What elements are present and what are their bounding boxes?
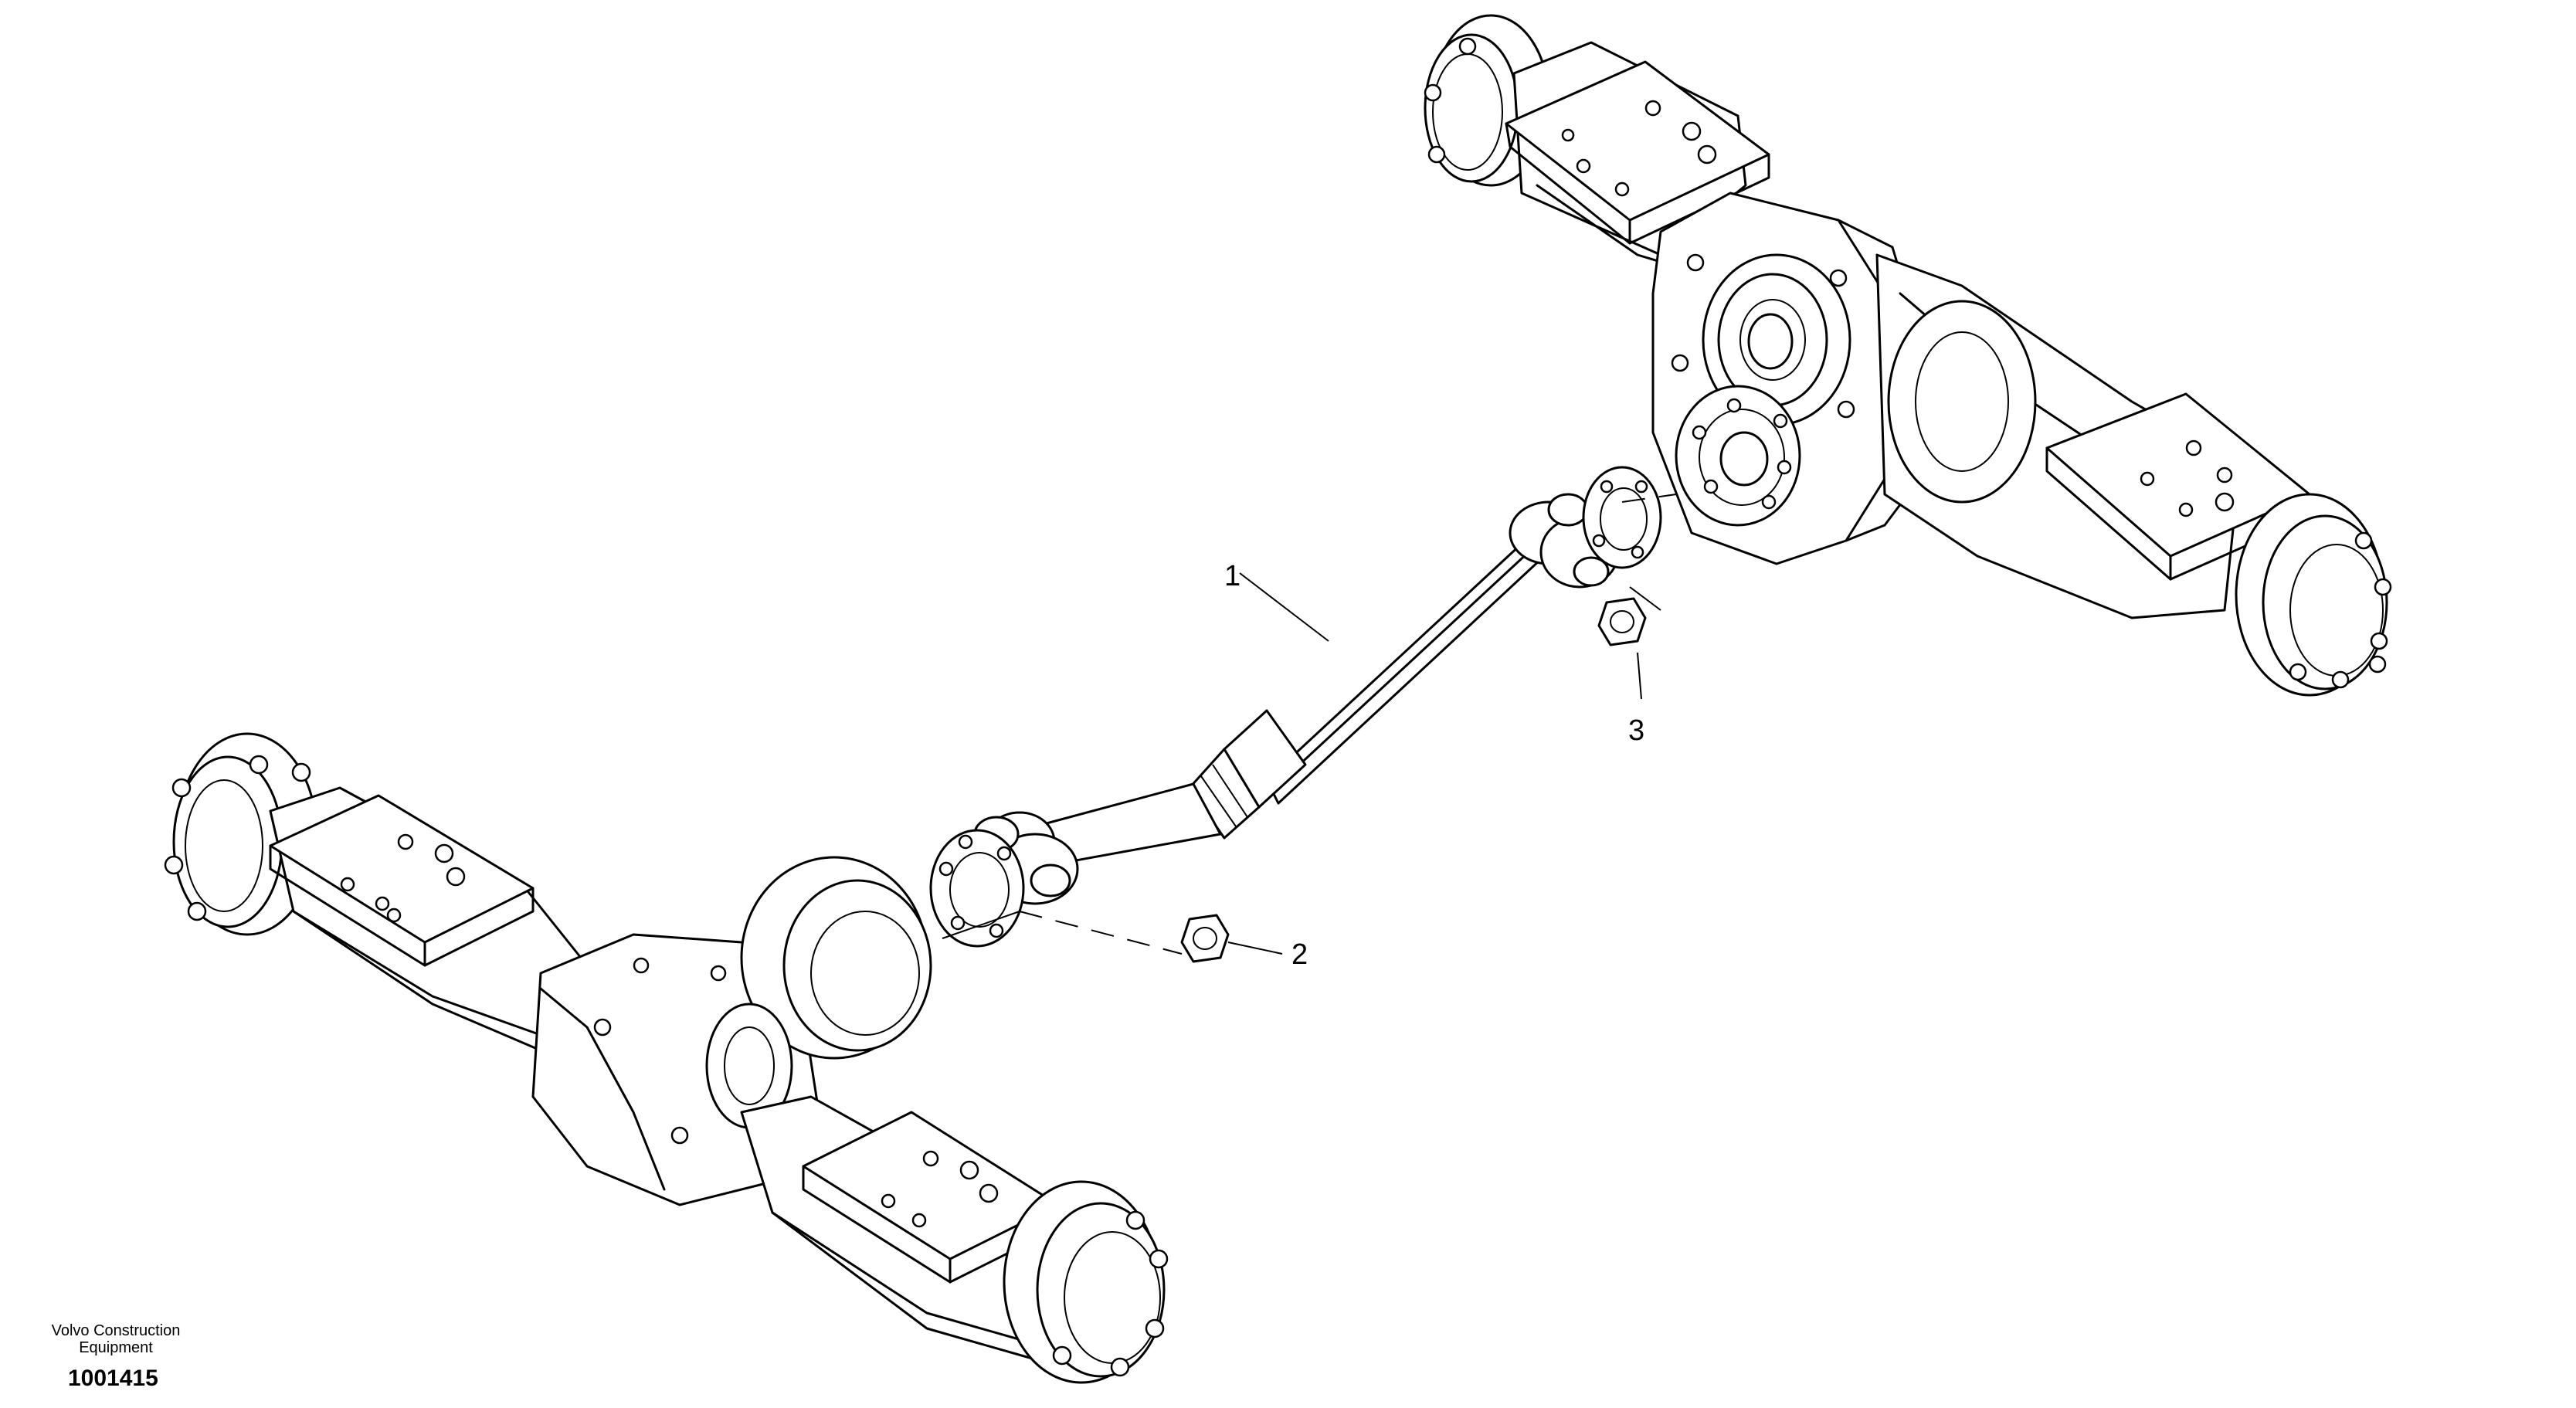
driveshaft bbox=[929, 466, 1662, 948]
front-axle-right-hub bbox=[1003, 1180, 1169, 1384]
brand-line-2: Equipment bbox=[79, 1339, 153, 1356]
callout-1: 1 bbox=[1224, 560, 1240, 592]
callout-2: 2 bbox=[1291, 938, 1308, 971]
callout-2-leader bbox=[1227, 941, 1283, 955]
rear-input-flange bbox=[1675, 385, 1801, 527]
rear-differential-housing bbox=[1651, 192, 1917, 565]
brand-line-1: Volvo Construction bbox=[51, 1322, 181, 1339]
leader-lines bbox=[942, 494, 1677, 955]
callout-1-leader bbox=[1239, 572, 1329, 642]
rear-axle bbox=[1424, 14, 2392, 697]
front-axle-left-pad bbox=[269, 794, 535, 967]
front-axle bbox=[164, 732, 1169, 1384]
front-flange bbox=[929, 829, 1025, 948]
rear-flange bbox=[1582, 466, 1662, 569]
drawing-number: 1001415 bbox=[68, 1366, 158, 1391]
front-differential-housing bbox=[531, 856, 932, 1206]
callout-3-leader bbox=[1637, 652, 1642, 700]
rear-flange-nut bbox=[1597, 597, 1647, 646]
callout-3: 3 bbox=[1628, 714, 1644, 747]
front-axle-left-hub bbox=[164, 732, 318, 936]
brand-caption: Volvo Construction Equipment bbox=[31, 1322, 201, 1356]
front-flange-nut bbox=[1180, 914, 1230, 963]
rear-axle-left-pad bbox=[1505, 60, 1770, 245]
rear-axle-right-hub bbox=[2235, 493, 2392, 697]
